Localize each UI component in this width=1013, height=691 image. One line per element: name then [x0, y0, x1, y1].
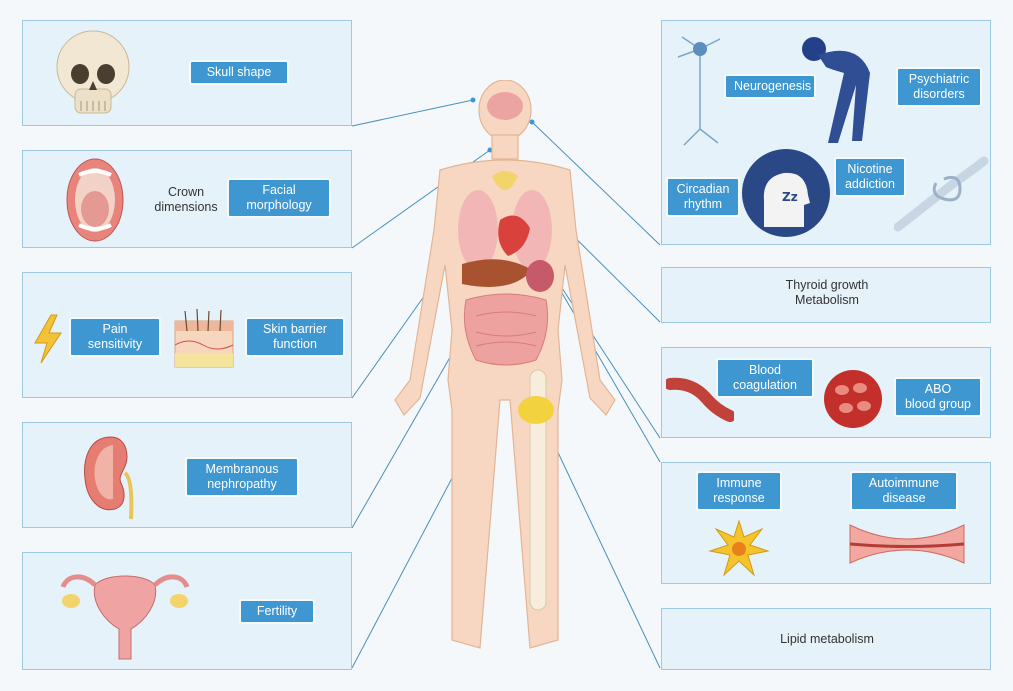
immune-cell-icon — [708, 519, 770, 577]
mouth-icon — [66, 158, 124, 242]
brain-mark — [487, 92, 523, 120]
kidney-icon — [84, 436, 134, 520]
immune-response-tag: Immune response — [698, 473, 780, 509]
crown-dimensions-label: Crown dimensions — [154, 185, 218, 214]
circadian-rhythm-tag: Circadian rhythm — [668, 179, 738, 215]
panel-uterus: Fertility — [22, 552, 352, 670]
panel-immune: Immune response Autoimmune disease — [661, 462, 991, 584]
depressed-figure-icon — [802, 37, 870, 143]
cigarette-knot-icon — [894, 156, 989, 232]
sleep-head-icon: Zz — [742, 149, 830, 237]
blood-coagulation-tag: Blood coagulation — [718, 360, 812, 396]
skin-barrier-function-tag: Skin barrier function — [247, 319, 343, 355]
skull-icon — [56, 30, 130, 114]
autoimmune-disease-tag: Autoimmune disease — [852, 473, 956, 509]
uterus-icon — [60, 574, 190, 660]
panel-mouth: Crown dimensions Facial morphology — [22, 150, 352, 248]
skin-layers-icon — [174, 308, 234, 368]
lightning-icon — [34, 314, 62, 364]
nicotine-addiction-tag: Nicotine addiction — [836, 159, 904, 195]
facial-morphology-tag: Facial morphology — [229, 180, 329, 216]
neurogenesis-tag: Neurogenesis — [726, 76, 814, 97]
panel-blood: Blood coagulation ABO blood group — [661, 347, 991, 438]
blood-cells-icon — [824, 370, 882, 428]
panel-thyroid: Thyroid growth Metabolism — [661, 267, 991, 323]
panel-brain: Neurogenesis Psychiatric disorders Circa… — [661, 20, 991, 245]
abo-blood-group-tag: ABO blood group — [896, 379, 980, 415]
svg-text:Zz: Zz — [782, 190, 798, 204]
neuron-icon — [677, 36, 721, 146]
fertility-tag: Fertility — [241, 601, 313, 622]
panel-kidney: Membranous nephropathy — [22, 422, 352, 528]
membranous-nephropathy-tag: Membranous nephropathy — [187, 459, 297, 495]
pain-sensitivity-tag: Pain sensitivity — [71, 319, 159, 355]
blood-vessel-icon — [666, 377, 734, 422]
human-body-illustration — [394, 80, 616, 649]
skull-shape-tag: Skull shape — [191, 62, 287, 83]
panel-skin: Pain sensitivity Skin barrier function — [22, 272, 352, 398]
psychiatric-disorders-tag: Psychiatric disorders — [898, 69, 980, 105]
inflamed-vessel-icon — [849, 524, 965, 564]
lipid-metabolism-text: Lipid metabolism — [780, 632, 874, 646]
thyroid-metabolism-text: Thyroid growth Metabolism — [785, 278, 869, 307]
panel-lipid: Lipid metabolism — [661, 608, 991, 670]
panel-skull: Skull shape — [22, 20, 352, 126]
